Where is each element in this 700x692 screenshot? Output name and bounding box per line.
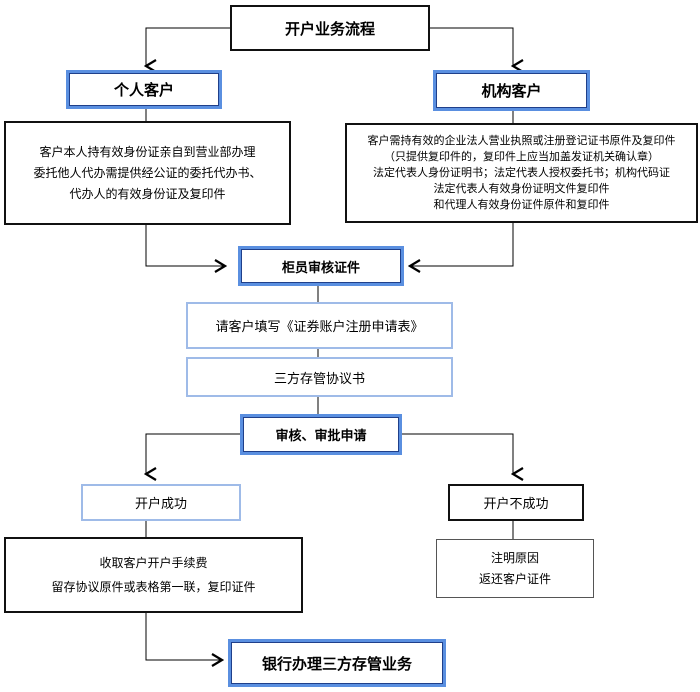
connector-approve-to-fail: [402, 433, 513, 474]
individual-customer-box: 个人客户: [66, 70, 222, 109]
counter-review-label: 柜员审核证件: [281, 260, 360, 276]
institution-req-line: 客户需持有效的企业法人营业执照或注册登记证书原件及复印件: [367, 134, 676, 147]
individual-requirements-box: 客户本人持有效身份证亲自到营业部办理 委托他人代办需提供经公证的委托代办书、 代…: [4, 121, 291, 225]
connector-approve-to-success: [146, 433, 240, 474]
fill-form-box: 请客户填写《证券账户注册申请表》: [186, 302, 453, 349]
connector-title-to-individual: [146, 27, 230, 66]
individual-req-line: 委托他人代办需提供经公证的委托代办书、: [33, 165, 262, 180]
institution-req-line: 和代理人有效身份证件原件和复印件: [433, 198, 610, 211]
connector-institution-desc-to-review: [410, 223, 514, 266]
open-failure-label: 开户不成功: [483, 497, 549, 512]
open-success-label: 开户成功: [134, 497, 187, 512]
institution-req-line: （只提供复印件的，复印件上应当加盖发证机关确认章）: [384, 150, 659, 163]
flow-title: 开户业务流程: [284, 19, 375, 38]
approve-application-label: 审核、审批申请: [275, 429, 367, 444]
institution-customer-label: 机构客户: [481, 82, 542, 100]
success-action-line: 留存协议原件或表格第一联，复印证件: [51, 580, 256, 594]
connector-individual-desc-to-review: [145, 225, 225, 266]
institution-customer-box: 机构客户: [433, 70, 590, 111]
failure-action-line: 返还客户证件: [478, 571, 551, 586]
counter-review-box: 柜员审核证件: [238, 246, 404, 286]
third-party-agreement-box: 三方存管协议书: [186, 357, 453, 397]
failure-actions-box: 注明原因 返还客户证件: [436, 539, 594, 598]
open-success-box: 开户成功: [81, 484, 241, 521]
institution-req-line: 法定代表人有效身份证明文件复印件: [433, 182, 610, 195]
bank-custody-box: 银行办理三方存管业务: [228, 639, 446, 687]
connector-title-to-institution: [430, 27, 513, 66]
third-party-agreement-label: 三方存管协议书: [273, 371, 365, 387]
success-actions-box: 收取客户开户手续费 留存协议原件或表格第一联，复印证件: [4, 537, 303, 613]
approve-application-box: 审核、审批申请: [240, 414, 402, 455]
individual-req-line: 客户本人持有效身份证亲自到营业部办理: [39, 144, 256, 159]
bank-custody-label: 银行办理三方存管业务: [261, 654, 412, 673]
individual-req-line: 代办人的有效身份证及复印件: [69, 186, 226, 201]
title-box: 开户业务流程: [230, 5, 430, 51]
connector-success-desc-to-bank: [145, 613, 222, 660]
failure-action-line: 注明原因: [490, 550, 539, 565]
institution-req-line: 法定代表人身份证明书；法定代表人授权委托书；机构代码证: [373, 166, 670, 179]
success-action-line: 收取客户开户手续费: [99, 556, 208, 570]
fill-form-label: 请客户填写《证券账户注册申请表》: [215, 320, 424, 335]
open-failure-box: 开户不成功: [448, 484, 584, 521]
institution-requirements-box: 客户需持有效的企业法人营业执照或注册登记证书原件及复印件 （只提供复印件的，复印…: [345, 123, 698, 223]
individual-customer-label: 个人客户: [113, 81, 174, 99]
